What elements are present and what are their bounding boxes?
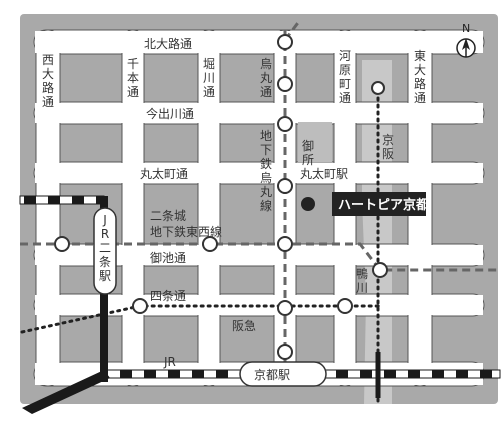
north-arrow-icon (456, 38, 476, 58)
label-marutamachi: 丸太町通 (140, 166, 188, 181)
station-circle-karasuma-oike (277, 236, 293, 252)
label-nijo-castle: 二条城 (150, 209, 186, 223)
station-circle-kuramaguchi (277, 76, 293, 92)
label-subway-tozai: 地下鉄東西線 (150, 224, 222, 239)
label-karasuma: 烏丸通 (260, 57, 272, 99)
label-kita-oji: 北大路通 (144, 36, 192, 51)
label-higashi-oji: 東大路通 (414, 49, 426, 105)
station-circle-marutamachi (277, 178, 293, 194)
station-circle-karasuma-hankyu (337, 298, 353, 314)
station-circle-shiyakusho (372, 262, 388, 278)
subway-tozai-line (20, 242, 500, 272)
label-keihan: 京阪 (382, 133, 394, 161)
station-circle-nijo (54, 236, 70, 252)
station-circle-shijo (277, 300, 293, 316)
label-senbon: 千本通 (127, 57, 139, 99)
destination-marker (301, 197, 315, 211)
label-marutamachi-station: 丸太町駅 (300, 166, 348, 181)
label-gosho: 御所 (302, 138, 314, 167)
station-markers (54, 34, 388, 360)
label-shijo: 四条通 (150, 289, 186, 303)
station-circle-gojo (277, 344, 293, 360)
label-imadegawa: 今出川通 (146, 106, 194, 121)
destination-label-box (332, 192, 426, 216)
station-circle-kitaoji (277, 34, 293, 50)
kyoto-station-box (239, 361, 327, 387)
station-circle-imadegawa (277, 116, 293, 132)
label-horikawa: 堀川通 (203, 56, 215, 99)
label-kamogawa: 鴨川 (356, 267, 368, 295)
label-jr: JR (163, 355, 176, 369)
station-circle-omiya (132, 298, 148, 314)
label-kawaramachi: 河原町通 (339, 49, 351, 105)
gosho-area (298, 122, 332, 162)
jr-nijo-station-box (93, 207, 117, 295)
label-nishi-oji: 西大路通 (42, 53, 54, 109)
label-oike: 御池通 (150, 250, 186, 265)
destination-label: ハートピア京都 (338, 197, 429, 213)
kyoto-station-label: 京都駅 (254, 368, 290, 382)
jr-line-diagonal (22, 370, 110, 414)
jr-sanin-line-top (19, 195, 105, 205)
station-circle-nijojo-mae (202, 236, 218, 252)
label-hankyu: 阪急 (232, 318, 256, 333)
station-circle-demachi (371, 81, 385, 95)
compass-label: N (462, 22, 470, 35)
label-subway-karasuma: 地下鉄烏丸線 (260, 129, 272, 213)
